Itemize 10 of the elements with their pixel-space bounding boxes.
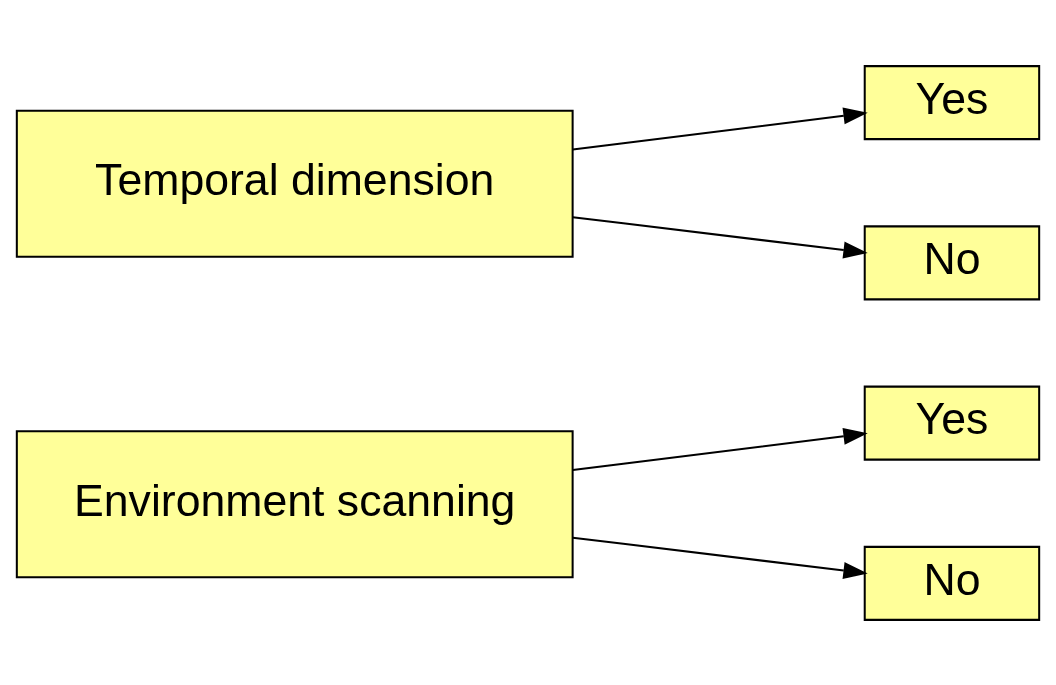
- node-box: Environment scanning: [15, 429, 574, 578]
- node-box: Yes: [863, 385, 1041, 461]
- node-box: Temporal dimension: [15, 109, 574, 258]
- arrow: [572, 106, 868, 150]
- node-box: No: [863, 224, 1041, 300]
- arrow: [572, 536, 868, 579]
- arrow: [572, 215, 868, 258]
- node-box: Yes: [863, 64, 1041, 140]
- node-box: No: [863, 545, 1041, 621]
- arrow: [572, 427, 868, 471]
